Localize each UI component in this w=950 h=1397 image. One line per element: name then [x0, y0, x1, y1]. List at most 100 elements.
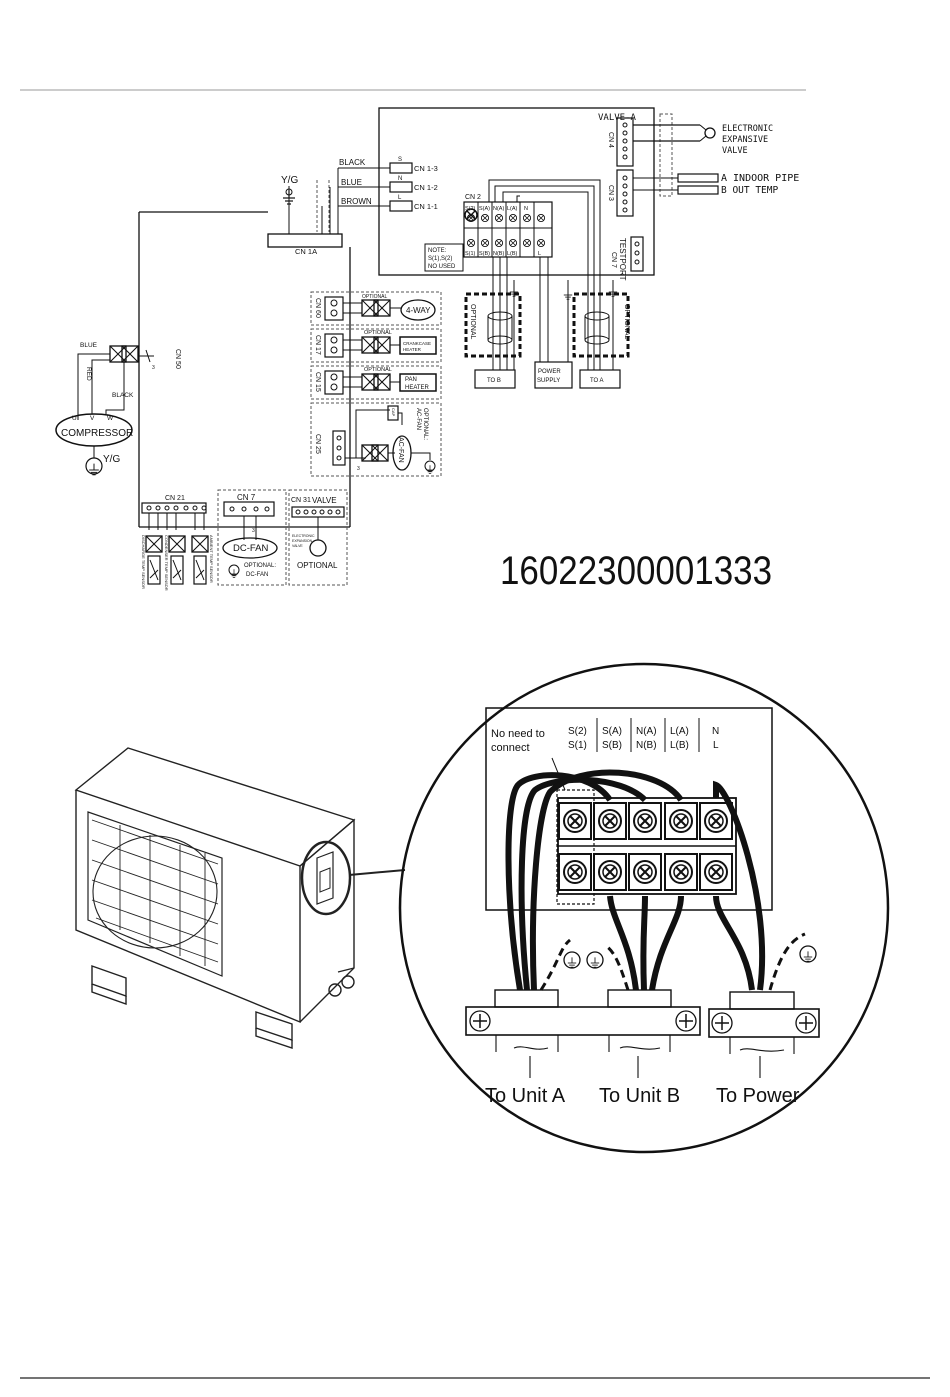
to-a-box [579, 369, 621, 389]
cn60-optional-label: OPTIONAL [362, 294, 388, 300]
electronic-valve-line-3: VALVE [722, 146, 748, 156]
electronic-valve-line-1: ELECTRONIC [722, 124, 773, 134]
compressor-w: W [107, 415, 114, 422]
terminal-detail [398, 662, 890, 1154]
cn2-label: CN 2 [465, 194, 481, 201]
note-box [424, 243, 464, 272]
detail-bottom-l: L [713, 740, 719, 751]
sensor-discharge [145, 535, 163, 585]
yg-compressor-label: Y/G [103, 454, 120, 465]
detail-bottom-nb: N(B) [636, 740, 657, 751]
no-need-line-1: No need to [491, 728, 545, 740]
wiring-labels: VALVE-A CN 4 ELECTRONIC EXPANSIVE VALVE … [61, 113, 799, 593]
cn17-label: CN 17 [314, 335, 321, 355]
compressor-u: U [72, 415, 77, 422]
cn21-label: CN 21 [165, 495, 185, 502]
indoor-pipe-sensor-a [677, 173, 719, 183]
electronic-valve-line-2: EXPANSIVE [722, 135, 768, 145]
terminal-top-1: S(2) [465, 206, 476, 212]
detail-top-la: L(A) [670, 726, 689, 737]
power-supply-line-2: SUPPLY [537, 378, 560, 384]
valve-label: VALVE [312, 496, 337, 505]
cn7-test-label: CN 7 [610, 252, 617, 268]
terminal-top-3: N(A) [493, 206, 504, 212]
cn60-optional-box [310, 291, 442, 326]
optional-filter-a [572, 292, 630, 358]
cn2-terminal-block [463, 201, 553, 258]
detail-top-s2: S(2) [568, 726, 587, 737]
power-supply-box [534, 361, 573, 389]
to-b-box [474, 369, 516, 389]
cn1a-connector [267, 233, 343, 248]
detail-top-na: N(A) [636, 726, 657, 737]
comp-wire-blue: BLUE [80, 342, 98, 349]
cn1-pin-s: S [398, 157, 402, 163]
optional-acfan-line-1: OPTIONAL: [422, 408, 428, 440]
cn1-3-connector [389, 162, 413, 174]
pan-heater-line-1: PAN [405, 377, 417, 383]
sensor-condenser-label: CONDENSER TEMP SENSOR [164, 535, 169, 591]
cn17-optional-box [310, 328, 442, 363]
valve-small-line-1: ELECTRONIC [292, 534, 315, 538]
wire-brown-label: BROWN [341, 197, 372, 206]
terminal-top-2: S(A) [479, 206, 490, 212]
note-line-2: S(1),S(2) [428, 256, 452, 262]
cn1a-label: CN 1A [295, 247, 317, 256]
wiring-diagram [55, 107, 719, 586]
cn7-optional-box [217, 489, 287, 586]
ac-fan-label: AC-FAN [397, 437, 404, 463]
cn25-num: 3 [357, 466, 360, 472]
note-line-1: NOTE: [428, 248, 447, 254]
pan-heater [399, 373, 437, 392]
cn3-label: CN 3 [607, 185, 614, 201]
crankcase-line-1: CRANKCASE [403, 341, 431, 346]
no-need-dashed-box [556, 789, 595, 905]
cn1-2-label: CN 1-2 [414, 183, 438, 192]
cn4-connector [616, 117, 634, 167]
note-line-3: NO USED [428, 264, 456, 270]
valve-terminal [704, 127, 716, 139]
cn15-label: CN 15 [314, 372, 321, 392]
cn4-label: CN 4 [607, 132, 614, 148]
cn1-1-label: CN 1-1 [414, 202, 438, 211]
terminal-cover-highlight [300, 840, 352, 916]
cn1-3-label: CN 1-3 [414, 164, 438, 173]
terminal-top-5: N [524, 206, 528, 212]
terminal-bottom-1: S(1) [465, 251, 476, 257]
sensor-ambient [191, 535, 209, 585]
power-supply-line-1: POWER [538, 369, 561, 375]
terminal-bottom-3: N(B) [493, 251, 504, 257]
four-way-label: 4-WAY [406, 306, 431, 315]
cn25-optional-box [310, 402, 442, 477]
main-pcb [378, 107, 655, 276]
test-port-label: TESTPORT [618, 238, 627, 281]
cn1-2-connector [389, 181, 413, 193]
detail-circle [398, 662, 890, 1154]
optional-dcfan-line-1: OPTIONAL: [244, 563, 276, 569]
cn60-label: CN 60 [314, 298, 321, 318]
to-a-label: TO A [590, 378, 604, 384]
cn7-connector [223, 501, 275, 517]
cn50-label: CN 50 [174, 349, 181, 369]
cn1-1-connector [389, 200, 413, 212]
optional-dcfan-line-2: DC-FAN [246, 572, 268, 578]
indoor-pipe-sensor-b [677, 185, 719, 195]
compressor-v: V [90, 415, 95, 422]
terminal-panel [485, 707, 773, 911]
cn50-num: 3 [152, 365, 155, 371]
dc-fan-label: DC-FAN [233, 543, 269, 554]
pan-heater-line-2: HEATER [405, 385, 430, 391]
cn7-test-connector [630, 236, 644, 272]
outdoor-unit-illustration [74, 747, 406, 1049]
four-way-valve [400, 299, 436, 321]
cn3-connector [616, 169, 634, 217]
to-unit-a-label: To Unit A [485, 1085, 566, 1107]
cable-clamp-units [465, 1006, 701, 1036]
dc-fan-motor [222, 537, 278, 559]
to-power-label: To Power [716, 1085, 800, 1107]
crankcase-line-2: HEATER [403, 347, 422, 352]
indoor-pipe-line-2: B OUT TEMP [721, 185, 778, 196]
indoor-pipe-line-1: A INDOOR PIPE [721, 173, 799, 184]
to-b-label: TO B [487, 378, 501, 384]
